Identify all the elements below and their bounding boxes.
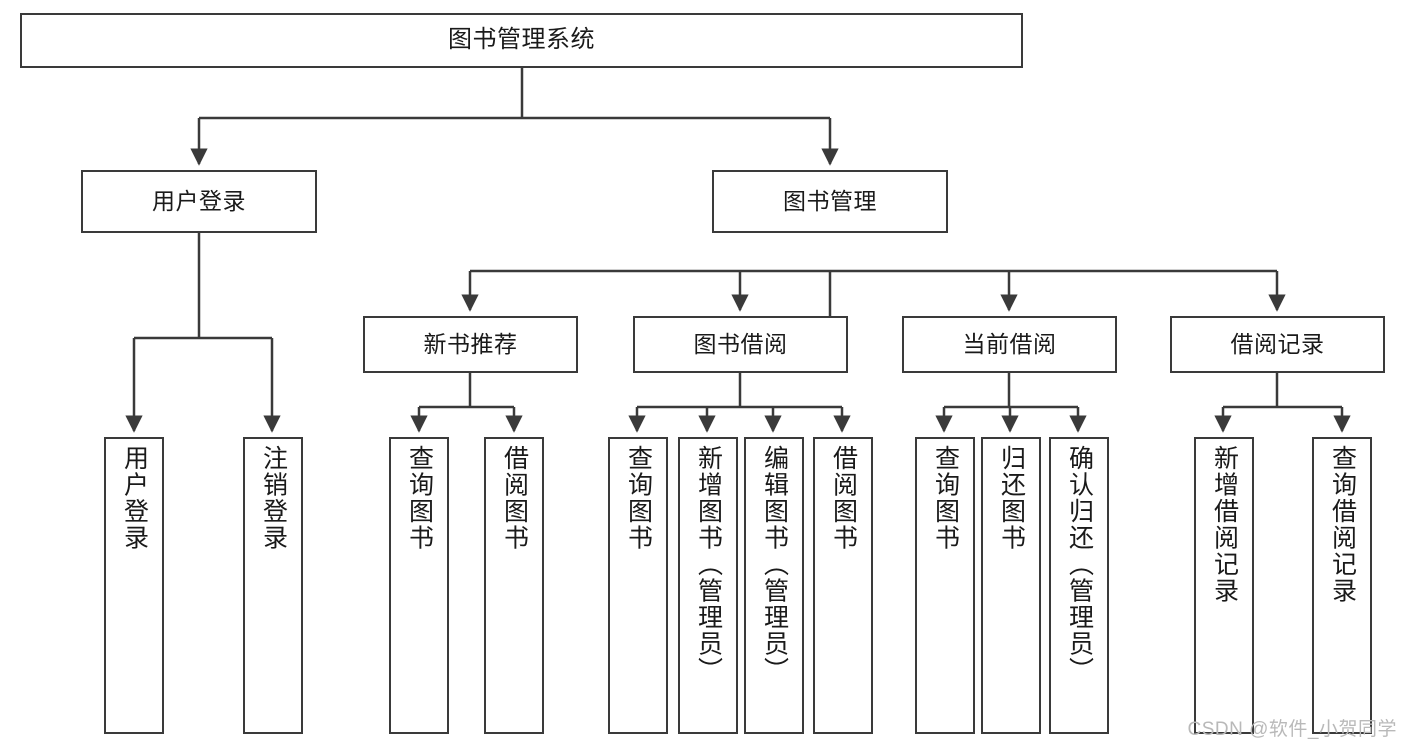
node-label: 新增图书（管理员） <box>694 445 723 684</box>
leaf-newbook-borrow-book[interactable]: 借阅图书 <box>484 437 544 734</box>
node-label: 图书借阅 <box>693 330 788 357</box>
node-label: 当前借阅 <box>962 330 1057 357</box>
node-new-book-recommend[interactable]: 新书推荐 <box>363 316 578 373</box>
node-label: 编辑图书（管理员） <box>760 445 789 684</box>
node-label: 借阅图书 <box>500 445 529 551</box>
node-borrow-record[interactable]: 借阅记录 <box>1170 316 1385 373</box>
leaf-record-query-record[interactable]: 查询借阅记录 <box>1312 437 1372 734</box>
node-label: 图书管理系统 <box>448 26 595 54</box>
leaf-record-add-record[interactable]: 新增借阅记录 <box>1194 437 1254 734</box>
leaf-borrow-add-book-admin[interactable]: 新增图书（管理员） <box>678 437 738 734</box>
node-book-borrow[interactable]: 图书借阅 <box>633 316 848 373</box>
node-label: 查询图书 <box>931 445 960 551</box>
leaf-user-logout[interactable]: 注销登录 <box>243 437 303 734</box>
node-label: 新书推荐 <box>423 330 518 357</box>
node-label: 用户登录 <box>120 445 149 551</box>
node-label: 查询图书 <box>624 445 653 551</box>
node-label: 查询借阅记录 <box>1328 445 1357 604</box>
leaf-newbook-query-book[interactable]: 查询图书 <box>389 437 449 734</box>
node-label: 借阅记录 <box>1230 330 1325 357</box>
watermark: CSDN @软件_小贺同学 <box>1187 719 1397 740</box>
leaf-current-query-book[interactable]: 查询图书 <box>915 437 975 734</box>
leaf-borrow-query-book[interactable]: 查询图书 <box>608 437 668 734</box>
leaf-current-confirm-return-admin[interactable]: 确认归还（管理员） <box>1049 437 1109 734</box>
node-current-borrow[interactable]: 当前借阅 <box>902 316 1117 373</box>
node-label: 归还图书 <box>997 445 1026 551</box>
node-label: 注销登录 <box>259 445 288 551</box>
leaf-borrow-borrow-book[interactable]: 借阅图书 <box>813 437 873 734</box>
node-root-system[interactable]: 图书管理系统 <box>20 13 1023 68</box>
leaf-user-login[interactable]: 用户登录 <box>104 437 164 734</box>
node-label: 查询图书 <box>405 445 434 551</box>
node-label: 图书管理 <box>783 187 877 214</box>
node-user-login[interactable]: 用户登录 <box>81 170 317 233</box>
node-label: 新增借阅记录 <box>1210 445 1239 604</box>
node-label: 用户登录 <box>152 187 246 214</box>
leaf-borrow-edit-book-admin[interactable]: 编辑图书（管理员） <box>744 437 804 734</box>
node-book-management[interactable]: 图书管理 <box>712 170 948 233</box>
node-label: 借阅图书 <box>829 445 858 551</box>
leaf-current-return-book[interactable]: 归还图书 <box>981 437 1041 734</box>
node-label: 确认归还（管理员） <box>1065 445 1094 684</box>
